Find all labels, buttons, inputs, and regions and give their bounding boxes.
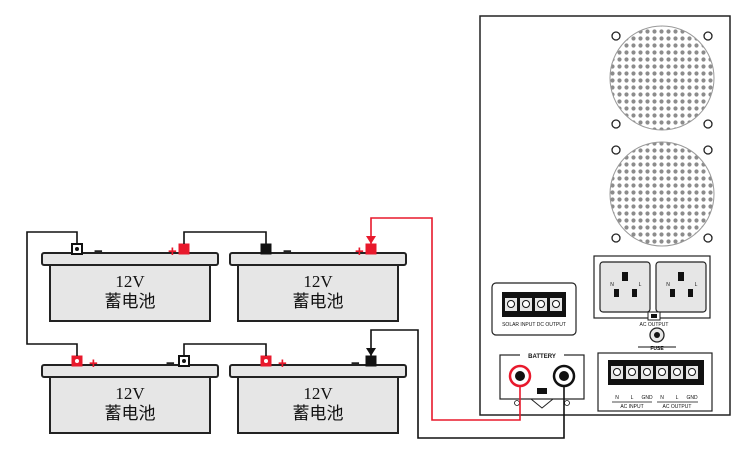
battery-1-label: 蓄电池 [105, 292, 156, 311]
battery-2-label: 蓄电池 [293, 292, 344, 311]
ac-outlet-left[interactable] [599, 261, 651, 313]
battery-2-left-sign: − [283, 243, 292, 260]
ac-output-label: AC OUTPUT [663, 404, 692, 410]
battery-1: − + 12V 蓄电池 [41, 243, 219, 322]
battery-1-left-sign: − [94, 243, 103, 260]
ac-terminal-label-1: N [615, 395, 619, 401]
battery-1-positive-post[interactable] [178, 243, 190, 255]
outlet-n-label: N [610, 282, 614, 288]
battery-1-right-sign: + [168, 243, 177, 260]
cooling-fan-bottom [609, 141, 715, 247]
battery-4: + − 12V 蓄电池 [229, 355, 407, 434]
ac-terminal-label-3: GND [641, 395, 653, 401]
wire-b1-neg-to-b3-pos [26, 231, 78, 356]
fuse-label: FUSE [650, 346, 664, 352]
outlet-l-label-2: L [695, 282, 698, 288]
ac-terminal-block: N L GND N L GND AC INPUT AC OUTPUT [597, 352, 713, 412]
solar-dc-terminal-block: SOLAR INPUT DC OUTPUT [491, 282, 577, 336]
ac-terminal-label-4: N [660, 395, 664, 401]
battery-2-positive-post[interactable] [365, 243, 377, 255]
ac-outlet-right[interactable] [655, 261, 707, 313]
battery-4-voltage: 12V [303, 384, 333, 403]
battery-2-voltage: 12V [303, 272, 333, 291]
battery-4-right-sign: − [351, 355, 360, 372]
ac-output-small-label: AC OUTPUT [640, 322, 669, 328]
ac-input-label: AC INPUT [620, 404, 643, 410]
battery-2-negative-post[interactable] [260, 243, 272, 255]
ac-outlet-panel: N L N L [593, 255, 711, 319]
battery-label: BATTERY [528, 354, 556, 360]
wire-b1-pos-to-b2-neg [183, 231, 267, 244]
wire-negative-to-inverter [370, 329, 565, 439]
ac-terminal-label-2: L [631, 395, 634, 401]
wire-b3-neg-to-b4-pos [183, 343, 267, 356]
battery-3-label: 蓄电池 [105, 404, 156, 423]
battery-3-right-sign: − [166, 355, 175, 372]
battery-3-voltage: 12V [115, 384, 145, 403]
battery-4-left-sign: + [278, 355, 287, 372]
battery-3-left-sign: + [89, 355, 98, 372]
wire-positive-to-inverter [370, 217, 521, 421]
battery-2: − + 12V 蓄电池 [229, 243, 407, 322]
battery-2-right-sign: + [355, 243, 364, 260]
solar-dc-label: SOLAR INPUT DC OUTPUT [502, 322, 566, 328]
ac-output-switch[interactable] [647, 311, 661, 321]
outlet-l-label: L [639, 282, 642, 288]
battery-4-negative-post[interactable] [365, 355, 377, 367]
cooling-fan-top [603, 25, 721, 131]
battery-3: + − 12V 蓄电池 [41, 355, 219, 434]
battery-1-voltage: 12V [115, 272, 145, 291]
ac-terminal-label-5: L [676, 395, 679, 401]
outlet-n-label-2: N [666, 282, 670, 288]
inverter-battery-terminals: BATTERY [499, 350, 585, 409]
ac-terminal-label-6: GND [686, 395, 698, 401]
battery-4-label: 蓄电池 [293, 404, 344, 423]
